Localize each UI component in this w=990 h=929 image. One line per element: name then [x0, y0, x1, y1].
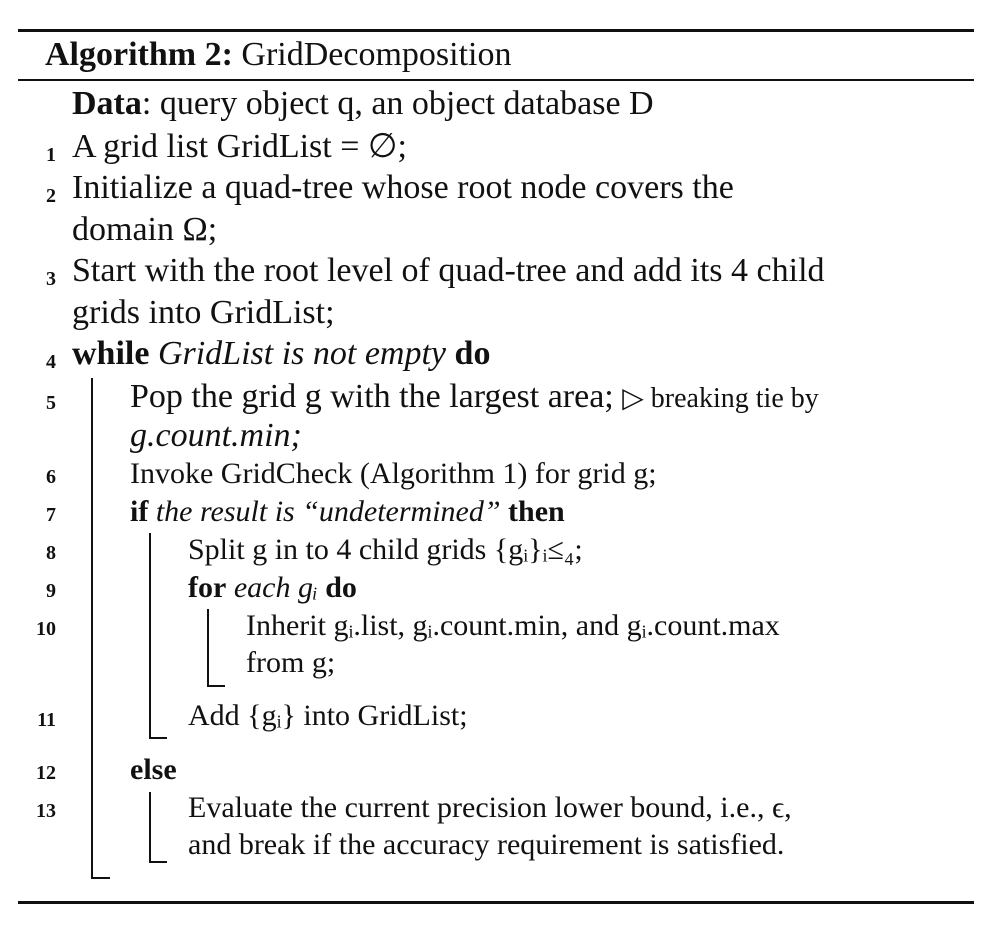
if-block-bar — [149, 533, 151, 738]
line-number-3: 3 — [46, 268, 56, 290]
line-2-text-a: Initialize a quad-tree whose root node c… — [72, 169, 734, 206]
line-number-11: 11 — [37, 709, 56, 731]
line-11-text: Add {gᵢ} into GridList; — [188, 699, 468, 732]
bottom-rule — [18, 901, 974, 904]
algorithm-label: Algorithm 2: — [45, 36, 233, 73]
while-block-bar — [91, 378, 93, 878]
line-number-6: 6 — [46, 466, 56, 488]
line-3-text-b: grids into GridList; — [72, 294, 335, 331]
else-block-end — [149, 861, 167, 863]
else-keyword: else — [130, 753, 177, 786]
line-10-text-a: Inherit gᵢ.list, gᵢ.count.min, and gᵢ.co… — [246, 609, 780, 642]
for-block-end — [207, 685, 225, 687]
line-1-text: A grid list GridList = ∅; — [72, 128, 407, 165]
while-block-end — [91, 877, 110, 879]
line-13-text-b: and break if the accuracy requirement is… — [188, 828, 785, 861]
title-rule — [18, 79, 974, 81]
line-2-text-b: domain Ω; — [72, 211, 218, 248]
line-number-2: 2 — [46, 185, 56, 207]
algorithm-title: Algorithm 2: GridDecomposition — [45, 33, 512, 77]
line-5-comment: ▷ breaking tie by — [622, 383, 819, 414]
line-5-text-a: Pop the grid g with the largest area; ▷ … — [130, 377, 819, 419]
for-keyword: for — [188, 571, 227, 604]
data-keyword: Data — [72, 85, 142, 122]
line-number-9: 9 — [46, 580, 56, 602]
while-condition: GridList is not empty — [157, 335, 447, 372]
line-number-1: 1 — [46, 144, 56, 166]
else-block-bar — [149, 792, 151, 862]
then-keyword: then — [508, 495, 565, 528]
line-6-text: Invoke GridCheck (Algorithm 1) for grid … — [130, 457, 657, 490]
top-rule — [18, 29, 974, 32]
line-number-12: 12 — [36, 762, 56, 784]
line-number-13: 13 — [36, 800, 56, 822]
line-number-8: 8 — [46, 542, 56, 564]
data-text: : query object q, an object database D — [141, 85, 654, 122]
if-keyword: if — [130, 495, 149, 528]
line-5-statement: Pop the grid g with the largest area; — [130, 378, 614, 415]
line-number-7: 7 — [46, 504, 56, 526]
line-number-5: 5 — [46, 392, 56, 414]
line-9-text: for each gᵢ do — [188, 570, 357, 606]
for-do-keyword: do — [325, 571, 357, 604]
line-8-text: Split g in to 4 child grids {gᵢ}ᵢ≤₄; — [188, 533, 583, 566]
line-13-text-a: Evaluate the current precision lower bou… — [188, 791, 792, 824]
for-condition: each gᵢ — [233, 571, 318, 604]
algorithm-name: GridDecomposition — [241, 36, 512, 73]
if-block-end — [149, 737, 167, 739]
do-keyword: do — [454, 335, 491, 372]
for-block-bar — [207, 609, 209, 686]
if-condition: the result is “undetermined” — [155, 495, 501, 528]
line-3-text-a: Start with the root level of quad-tree a… — [72, 252, 825, 289]
while-keyword: while — [72, 335, 150, 372]
line-number-10: 10 — [36, 618, 56, 640]
data-line: Data: query object q, an object database… — [72, 84, 654, 124]
line-12-text: else — [130, 752, 177, 788]
line-4-text: while GridList is not empty do — [72, 334, 490, 374]
line-5-text-b: g.count.min; — [130, 417, 302, 454]
line-number-4: 4 — [46, 351, 56, 373]
line-7-text: if the result is “undetermined” then — [130, 494, 565, 530]
line-10-text-b: from g; — [246, 646, 336, 679]
